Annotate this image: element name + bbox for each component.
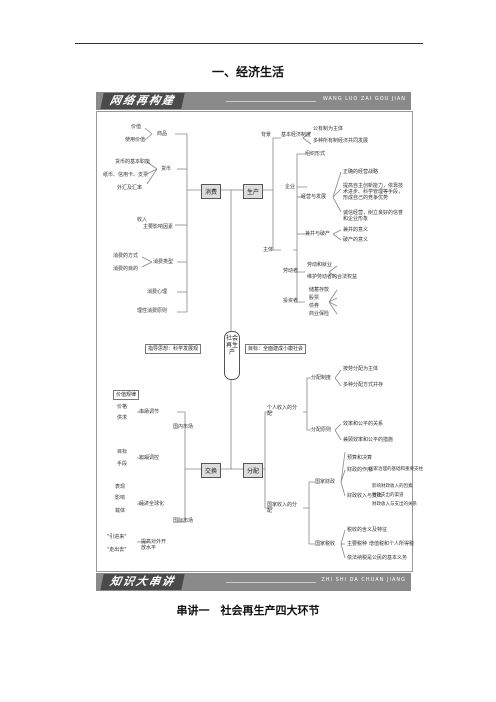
node-money: 货币 xyxy=(161,166,172,172)
node-income-tax: 增值税和个人所得税 xyxy=(369,541,415,547)
hub-distribute: 分配 xyxy=(243,463,264,478)
node-merge-meaning: 兼并的意义 xyxy=(343,227,369,233)
node-deposit: 储蓄存款 xyxy=(309,287,330,293)
node-income-exp: 财政收入与支出 xyxy=(347,493,383,499)
node-budget: 预算和决算 xyxy=(347,455,373,461)
node-main-factor: 主要影响因素 xyxy=(143,224,174,230)
node-factors: 影响财政收入的因素 xyxy=(372,484,413,489)
node-c-mode: 消费的方式 xyxy=(113,253,139,259)
node-influence: 影响 xyxy=(115,495,126,501)
node-bankrupt: 破产的意义 xyxy=(343,237,369,243)
banner-pinyin: WANG LUO ZAI GOU JIAN xyxy=(322,96,406,102)
page-title: 一、经济生活 xyxy=(211,65,284,79)
node-macro: 宏观调控 xyxy=(139,455,160,461)
node-background: 背景 xyxy=(261,132,272,138)
hub-consume: 消费 xyxy=(201,184,222,199)
node-intl: 国际市场 xyxy=(173,518,194,524)
goal-box: 目标：全面建成小康社会 xyxy=(245,344,307,354)
banner-line xyxy=(226,582,316,583)
node-tax-kind: 税收的含义及特征 xyxy=(347,527,388,533)
node-duty: 依法纳税是公民的基本义务 xyxy=(347,555,408,561)
node-bond: 债券 xyxy=(309,303,320,309)
node-goods: 商品 xyxy=(157,131,168,137)
guide-box: 指导思想：科学发展观 xyxy=(145,344,202,354)
node-subject: 主体 xyxy=(263,247,274,253)
node-domestic: 国内市场 xyxy=(173,424,194,430)
banner-line xyxy=(226,101,316,102)
node-supply: 供求 xyxy=(117,415,128,421)
node-role: 财政的作用 xyxy=(347,467,373,473)
node-ops: 经营与发展 xyxy=(301,194,327,200)
node-market-reg: 市场调节 xyxy=(139,409,160,415)
connector-lines xyxy=(137,127,346,559)
node-c-types: 消费类型 xyxy=(153,259,174,265)
node-c-purpose: 消费的目的 xyxy=(113,266,139,272)
node-merge: 兼并与破产 xyxy=(305,231,331,237)
node-personal: 个人收入的分配 xyxy=(267,405,298,417)
node-open: 提高对外开放水平 xyxy=(141,539,167,551)
node-national: 国家收入的分配 xyxy=(267,502,298,514)
node-go-out: "走出去" xyxy=(107,547,127,553)
node-means: 手段 xyxy=(117,461,128,467)
hub-exchange: 交换 xyxy=(201,463,222,478)
node-investor: 投资者 xyxy=(283,298,299,304)
node-finance: 国家财政 xyxy=(315,479,336,485)
node-honest: 诚信经营，树立良好的信誉和企业形象 xyxy=(343,210,404,222)
node-employ: 劳动和就业 xyxy=(307,262,333,268)
node-balance: 兼顾效率和公平的措施 xyxy=(343,437,394,443)
node-money-func: 货币的基本职能 xyxy=(115,159,151,165)
node-global: 经济全球化 xyxy=(139,501,165,507)
node-psych: 消费心理 xyxy=(147,289,168,295)
mind-map: 社会再生产 消费 生产 交换 分配 指导思想：科学发展观 目标：全面建成小康社会… xyxy=(96,111,423,572)
node-org: 组织形式 xyxy=(305,151,326,157)
node-price-law: 价值规律 xyxy=(113,390,140,400)
banner-knowledge: 知识大串讲 ZHI SHI DA CHUAN JIANG xyxy=(96,573,411,591)
node-dist-system: 分配制度 xyxy=(311,375,332,381)
node-price: 价格 xyxy=(117,404,128,410)
node-worker: 劳动者 xyxy=(283,268,299,274)
node-show: 表现 xyxy=(115,484,126,490)
section-heading: 串讲一 社会再生产四大环节 xyxy=(176,604,320,617)
node-channels: 财政支出的渠道 xyxy=(372,493,404,498)
node-principle: 分配原则 xyxy=(311,427,332,433)
node-value: 价值 xyxy=(131,124,142,130)
node-strategy: 正确的经营战略 xyxy=(343,169,379,175)
node-labor-main: 按劳分配为主体 xyxy=(343,366,379,372)
node-public: 公有制为主体 xyxy=(313,126,344,132)
node-multi-dist: 多种分配方式并存 xyxy=(343,382,384,388)
node-coin: 纸币、信用卡、支票 xyxy=(103,172,149,178)
node-carrier: 载体 xyxy=(115,508,126,514)
node-use-value: 使用价值 xyxy=(125,137,146,143)
banner-title: 知识大串讲 xyxy=(100,574,185,590)
node-innov: 提高自主创新能力，依靠技术进步、科学管理等手段，形成自己的竞争优势 xyxy=(343,183,404,201)
node-main-kind: 主要税种 xyxy=(347,541,368,547)
node-insurance: 商业保险 xyxy=(309,311,330,317)
node-rights: 维护劳动者的合法权益 xyxy=(307,274,358,280)
node-rational: 理性消费原则 xyxy=(137,308,168,314)
node-bring-in: "引进来" xyxy=(107,534,127,540)
node-relation: 财政收入与支出的关系 xyxy=(372,502,417,507)
node-stock: 股票 xyxy=(309,295,320,301)
center-node: 社会再生产 xyxy=(224,331,240,380)
node-enterprise: 企业 xyxy=(285,184,296,190)
node-goal: 目标 xyxy=(117,449,128,455)
top-rule xyxy=(75,43,423,44)
node-fx: 外汇及汇率 xyxy=(117,185,143,191)
banner-title: 网络再构建 xyxy=(100,93,185,109)
node-income: 收入 xyxy=(137,217,148,223)
node-eff-fair: 效率和公平的关系 xyxy=(343,421,384,427)
node-basic-system: 基本经济制度 xyxy=(281,132,312,138)
banner-network: 网络再构建 WANG LUO ZAI GOU JIAN xyxy=(96,92,411,110)
node-tax: 国家税收 xyxy=(315,541,336,547)
node-foundation: 国家治理的基础和重要支柱 xyxy=(369,467,423,472)
hub-produce: 生产 xyxy=(243,184,264,199)
banner-pinyin: ZHI SHI DA CHUAN JIANG xyxy=(321,577,406,583)
node-multi: 多种所有制经济共同发展 xyxy=(313,138,369,144)
